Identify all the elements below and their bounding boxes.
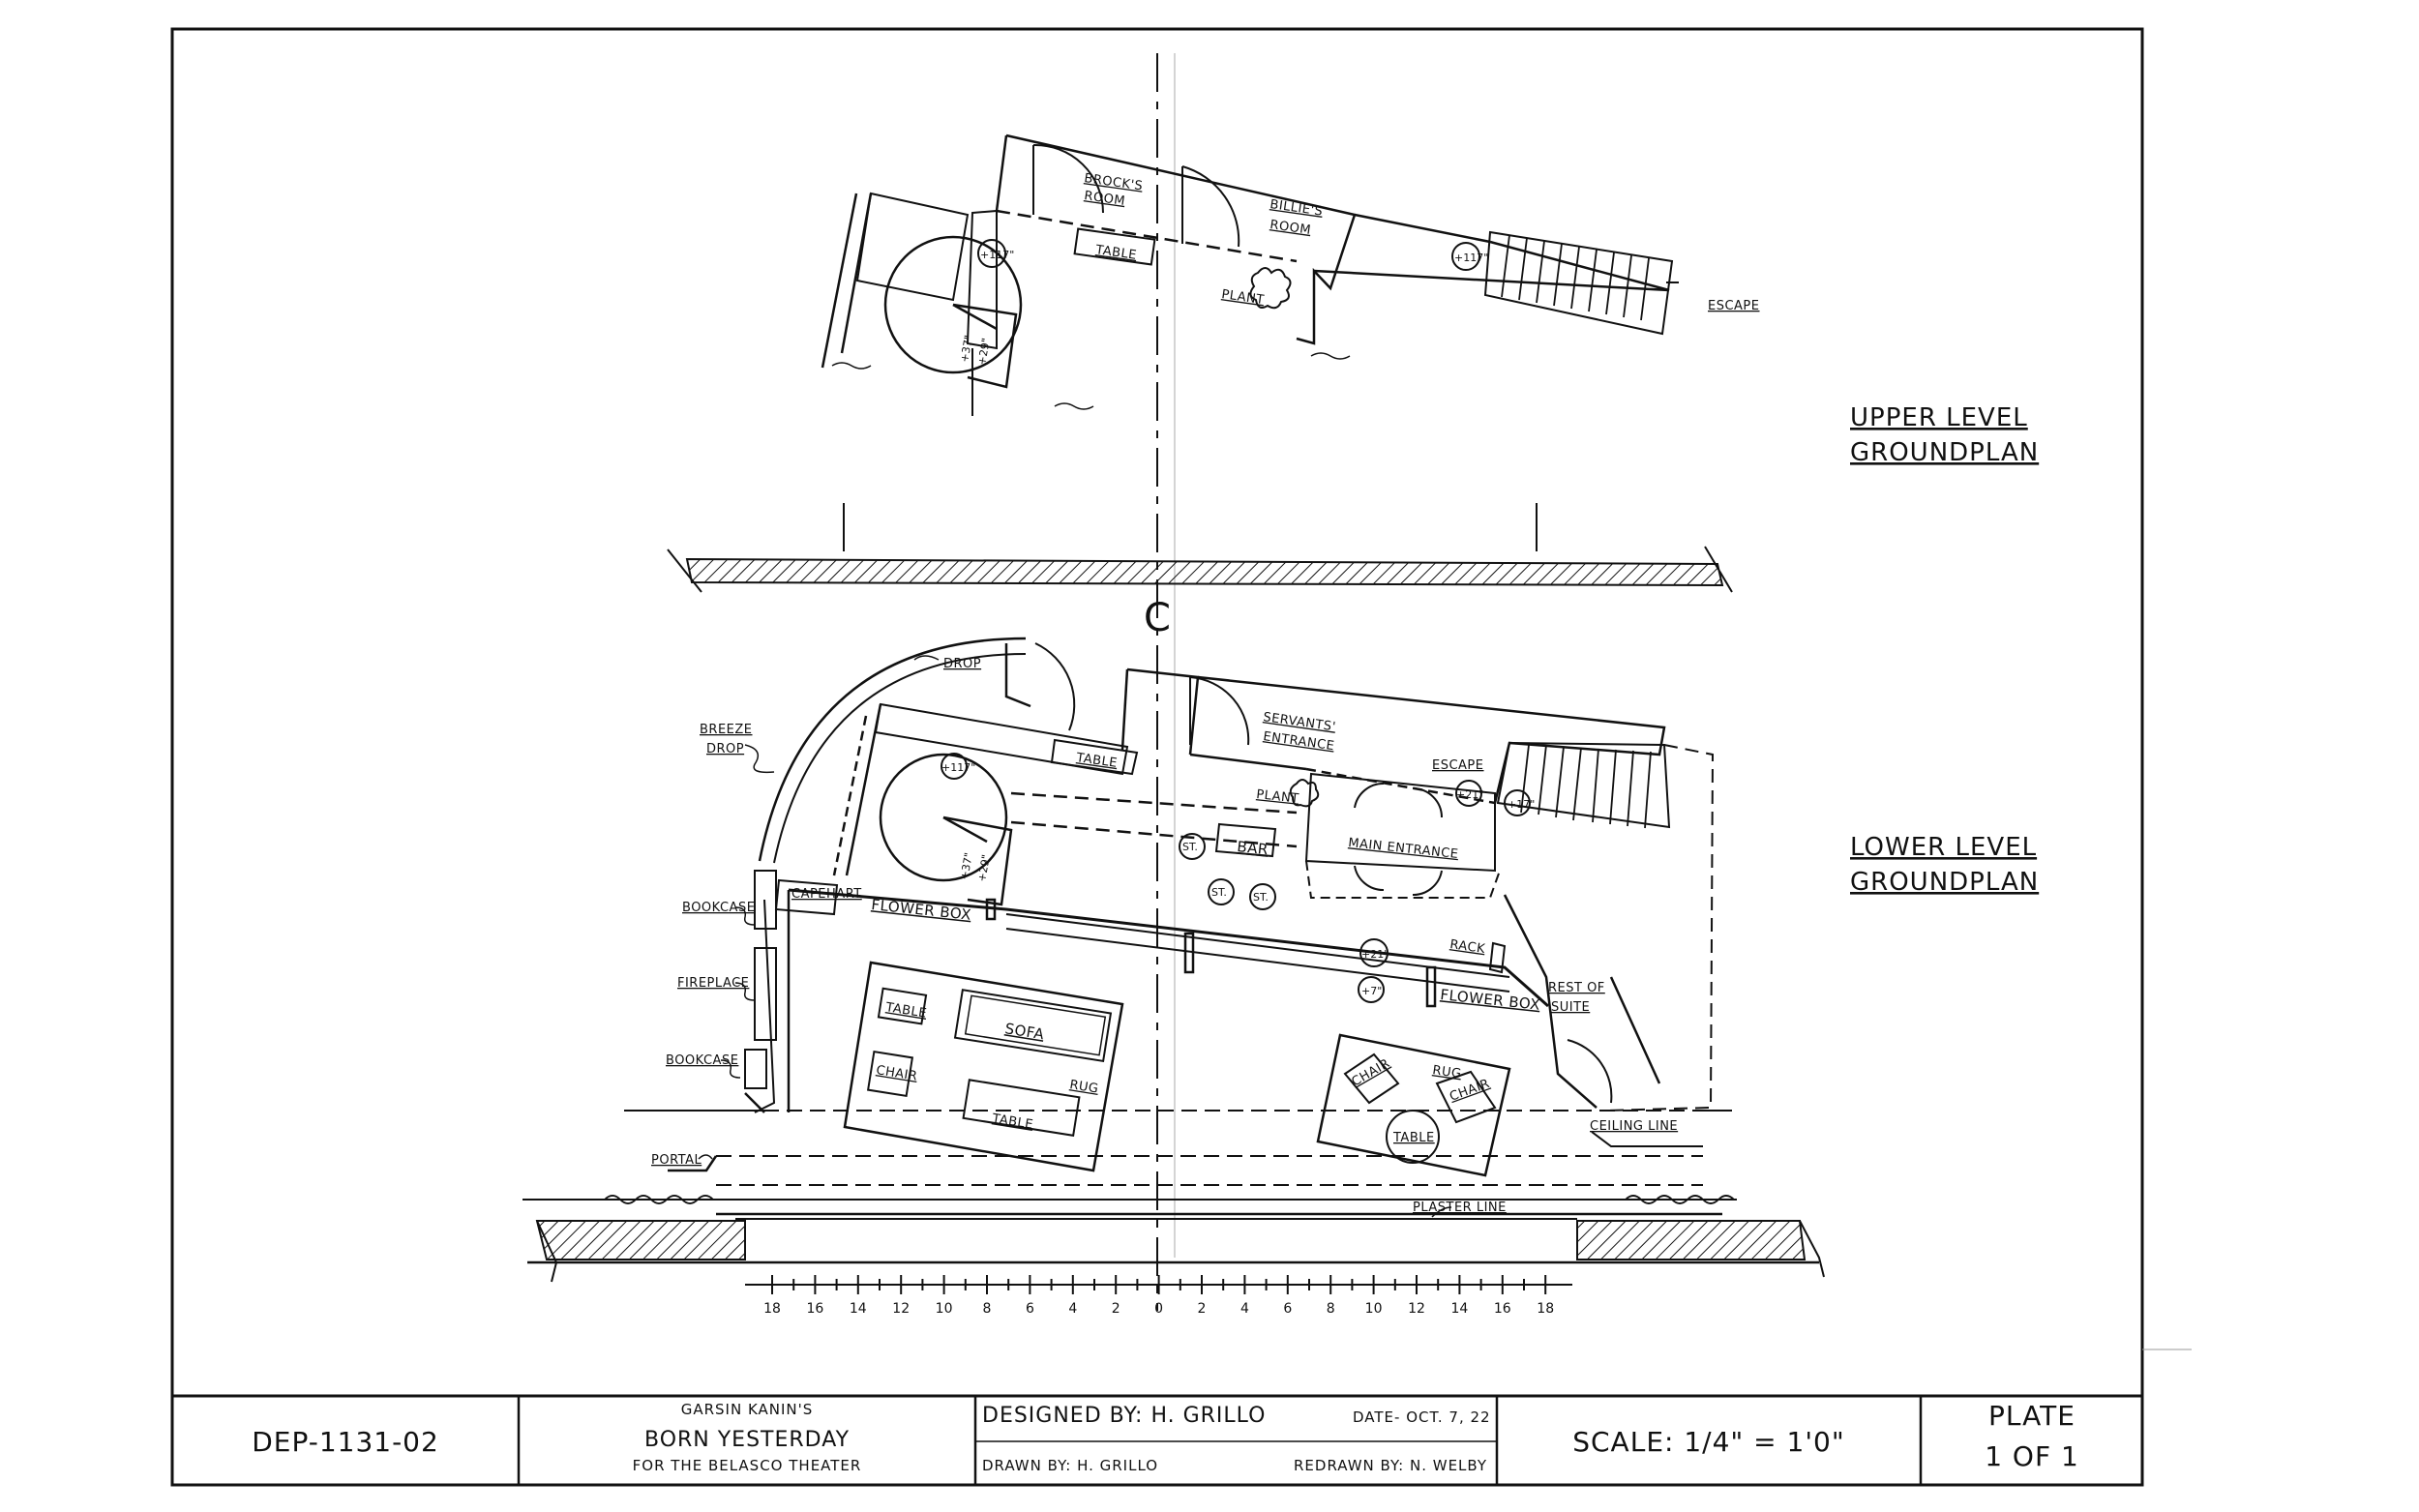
svg-text:TABLE: TABLE: [1074, 751, 1118, 771]
plate-label: PLATE: [1988, 1400, 2076, 1432]
svg-text:BOOKCASE: BOOKCASE: [682, 901, 755, 915]
plate-id: DEP-1131-02: [252, 1426, 439, 1458]
svg-text:BOOKCASE: BOOKCASE: [666, 1053, 738, 1068]
svg-text:FIREPLACE: FIREPLACE: [677, 976, 749, 991]
svg-text:ESCAPE: ESCAPE: [1708, 299, 1760, 313]
svg-text:MAIN ENTRANCE: MAIN ENTRANCE: [1348, 836, 1460, 862]
svg-text:+29": +29": [975, 853, 993, 882]
svg-text:+117": +117": [980, 249, 1014, 261]
scale-tick-label: 18: [1537, 1301, 1554, 1317]
svg-text:+117": +117": [1454, 252, 1488, 264]
svg-text:ESCAPE: ESCAPE: [1432, 758, 1484, 773]
scale-tick-label: 14: [850, 1301, 867, 1317]
lower-level-title: LOWER LEVEL: [1850, 833, 2037, 862]
scale-note: SCALE: 1/4" = 1'0": [1572, 1426, 1845, 1458]
svg-text:+37": +37": [958, 851, 975, 880]
scale-tick-label: 2: [1112, 1301, 1120, 1317]
drawn-by: DRAWN BY: H. GRILLO: [982, 1457, 1158, 1474]
svg-text:FLOWER BOX: FLOWER BOX: [871, 896, 972, 924]
svg-text:+29": +29": [975, 337, 993, 366]
svg-text:RUG: RUG: [1431, 1063, 1462, 1082]
svg-text:CEILING LINE: CEILING LINE: [1590, 1119, 1678, 1134]
lower-hatched-walls: [535, 1220, 1825, 1283]
scale-tick-label: 8: [983, 1301, 992, 1317]
svg-text:ROOM: ROOM: [1269, 218, 1311, 238]
svg-text:TABLE: TABLE: [990, 1112, 1034, 1133]
scale-tick-label: 10: [936, 1301, 953, 1317]
svg-text:RACK: RACK: [1448, 937, 1486, 957]
svg-text:SOFA: SOFA: [1003, 1020, 1045, 1043]
title-block: [172, 1394, 2142, 1485]
svg-text:+7": +7": [1361, 985, 1382, 997]
svg-text:SUITE: SUITE: [1551, 1000, 1590, 1015]
svg-text:TABLE: TABLE: [883, 1000, 928, 1022]
upper-level-title: UPPER LEVEL: [1850, 403, 2028, 432]
svg-text:RUG: RUG: [1068, 1078, 1099, 1097]
scale-tick-label: 18: [763, 1301, 781, 1317]
scale-tick-label: 14: [1450, 1301, 1468, 1317]
lower-level-plan: [523, 637, 1819, 1264]
centerline-mark: C: [1144, 596, 1171, 640]
scale-bar: [745, 1275, 1572, 1294]
svg-text:PLANT: PLANT: [1220, 287, 1265, 308]
scale-tick-label: 16: [806, 1301, 823, 1317]
upper-level-labels: BROCK'S ROOM BILLIE'S ROOM TABLE PLANT E…: [958, 171, 1759, 366]
svg-text:TABLE: TABLE: [1392, 1131, 1435, 1145]
svg-text:+117": +117": [941, 761, 975, 774]
lower-level-title-2: GROUNDPLAN: [1850, 868, 2039, 897]
svg-text:+21": +21": [1456, 788, 1483, 801]
plate-count: 1 OF 1: [1985, 1440, 2079, 1472]
svg-text:DROP: DROP: [943, 657, 981, 671]
date: DATE- OCT. 7, 22: [1353, 1408, 1491, 1426]
svg-text:CAPEHART: CAPEHART: [791, 887, 862, 902]
scale-tick-label: 12: [1408, 1301, 1425, 1317]
upper-level-title-2: GROUNDPLAN: [1850, 438, 2039, 467]
scale-tick-label: 10: [1365, 1301, 1383, 1317]
venue: FOR THE BELASCO THEATER: [633, 1457, 862, 1474]
svg-text:PLANT: PLANT: [1256, 787, 1300, 807]
svg-text:ST.: ST.: [1182, 841, 1198, 853]
svg-text:PLASTER LINE: PLASTER LINE: [1413, 1201, 1507, 1215]
show-title: BORN YESTERDAY: [644, 1428, 850, 1452]
svg-text:ST.: ST.: [1253, 891, 1269, 904]
svg-text:ROOM: ROOM: [1083, 189, 1125, 209]
svg-text:BAR: BAR: [1237, 838, 1269, 858]
scale-tick-label: 12: [892, 1301, 910, 1317]
svg-text:CHAIR: CHAIR: [1350, 1056, 1393, 1090]
svg-text:REST OF: REST OF: [1548, 981, 1605, 995]
scale-tick-label: 4: [1240, 1301, 1249, 1317]
designed-by: DESIGNED BY: H. GRILLO: [982, 1404, 1266, 1428]
svg-text:TABLE: TABLE: [1093, 243, 1137, 263]
scale-tick-label: 6: [1283, 1301, 1292, 1317]
scale-tick-label: 2: [1198, 1301, 1207, 1317]
svg-text:ST.: ST.: [1211, 886, 1227, 899]
svg-text:+37": +37": [958, 334, 975, 363]
redrawn-by: REDRAWN BY: N. WELBY: [1294, 1457, 1487, 1474]
scale-tick-label: 0: [1154, 1301, 1163, 1317]
lower-level-labels: DROP BREEZE DROP TABLE SERVANTS' ENTRANC…: [651, 655, 1678, 1215]
scale-tick-label: 16: [1494, 1301, 1511, 1317]
sheet-border: [170, 27, 2144, 1487]
scale-bar-labels: 18 16 14 12 10 8 6 4 2 0 2 4 6 8 10 12 14 16 18: [763, 1301, 1554, 1317]
svg-text:+21": +21": [1361, 948, 1389, 961]
svg-text:DROP: DROP: [706, 742, 744, 756]
svg-text:BREEZE: BREEZE: [700, 723, 753, 737]
svg-text:BILLIE'S: BILLIE'S: [1269, 197, 1324, 220]
author-credit: GARSIN KANIN'S: [681, 1401, 814, 1418]
scale-tick-label: 6: [1026, 1301, 1034, 1317]
svg-text:CHAIR: CHAIR: [875, 1063, 918, 1084]
scale-tick-label: 4: [1068, 1301, 1077, 1317]
svg-text:PORTAL: PORTAL: [651, 1153, 702, 1168]
scale-tick-label: 8: [1327, 1301, 1335, 1317]
svg-text:+17": +17": [1508, 798, 1535, 811]
upper-level-plan: [821, 133, 1679, 551]
upper-hatched-wall: [667, 546, 1733, 593]
